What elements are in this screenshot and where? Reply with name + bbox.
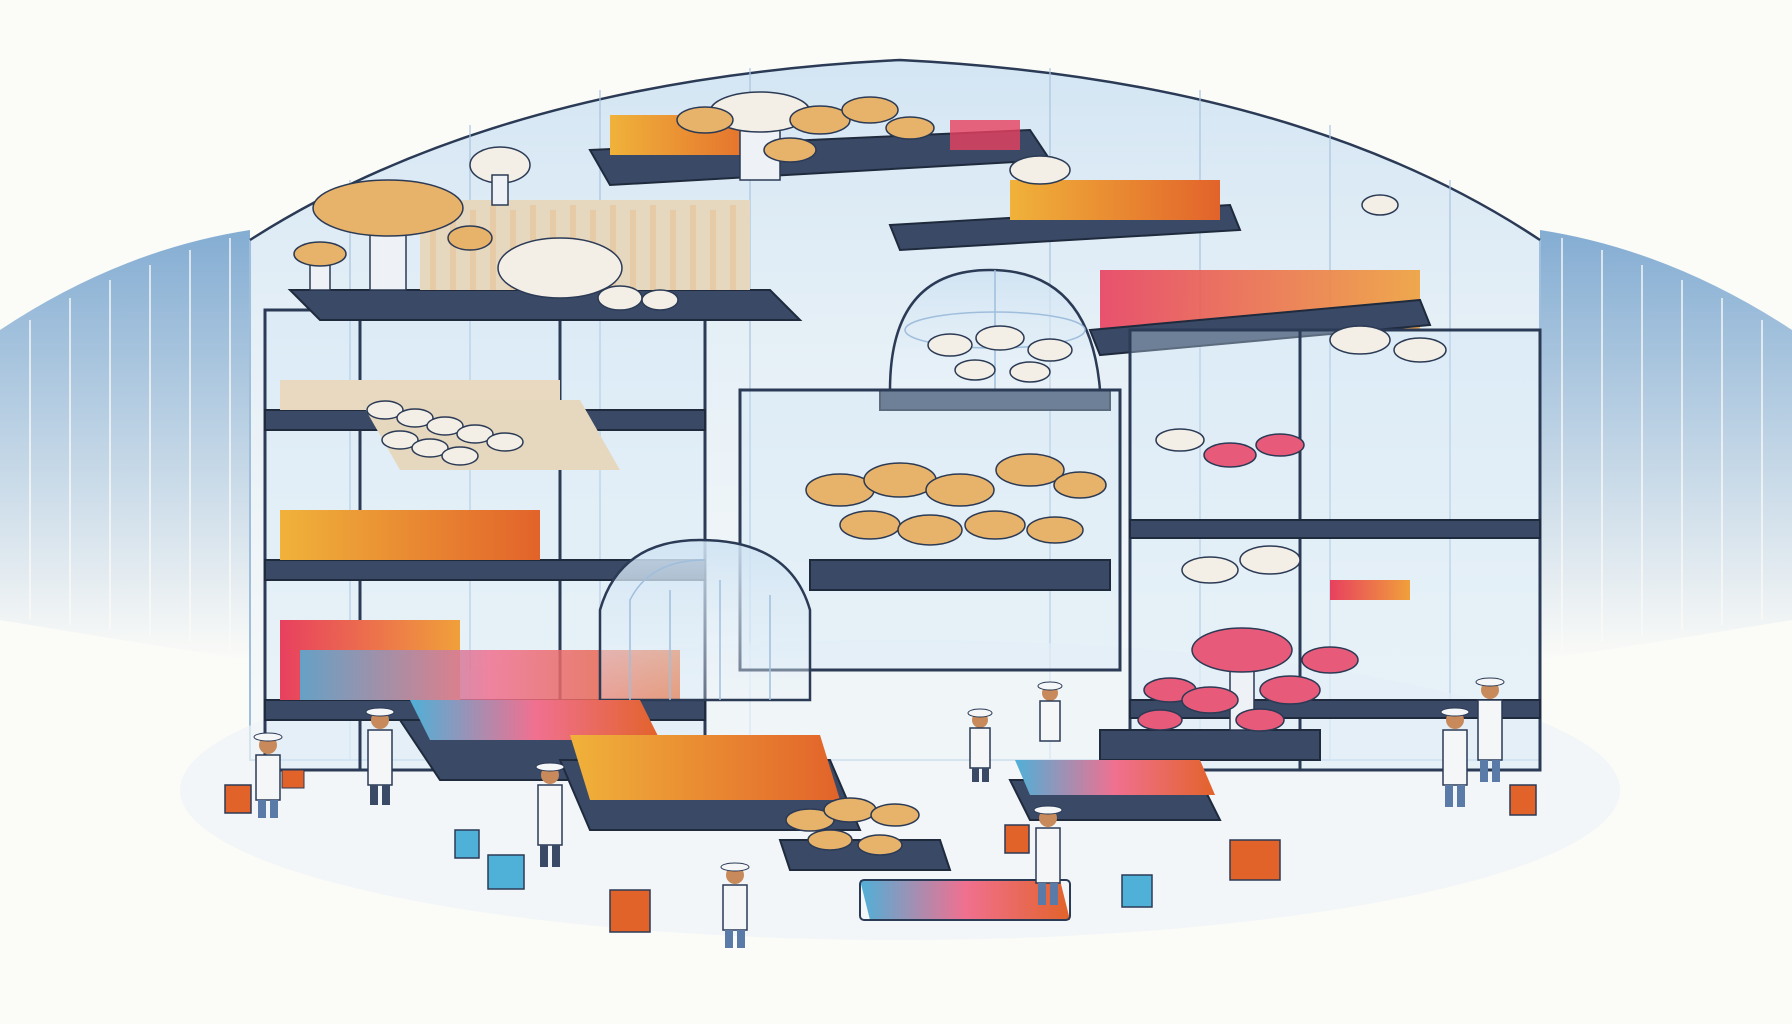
right-shelf-tower (1128, 325, 1542, 772)
worker-6 (1037, 681, 1063, 742)
front-moss-trays (398, 700, 1222, 921)
front-tan-mushroom-tray (778, 797, 952, 871)
background-greenhouse-left (0, 230, 250, 660)
top-center-mushroom-tray (588, 91, 1052, 187)
worker-7 (1033, 805, 1063, 905)
top-left-mushroom-tray (287, 146, 803, 321)
worker-9 (1475, 677, 1505, 782)
white-button-mushroom-bed (360, 400, 620, 470)
pink-mushroom-cluster (1099, 627, 1359, 761)
worker-2 (365, 707, 395, 805)
worker-5 (967, 708, 993, 782)
worker-1 (253, 732, 305, 818)
buckets-and-crates (224, 784, 1537, 933)
worker-4 (720, 862, 750, 948)
worker-3 (535, 762, 565, 867)
top-right-moss-tray (888, 155, 1432, 357)
glass-sphere-growth-chamber (879, 268, 1111, 411)
glass-tunnel (598, 538, 812, 702)
background-greenhouse-right (1540, 230, 1792, 660)
worker-8 (1440, 707, 1470, 807)
